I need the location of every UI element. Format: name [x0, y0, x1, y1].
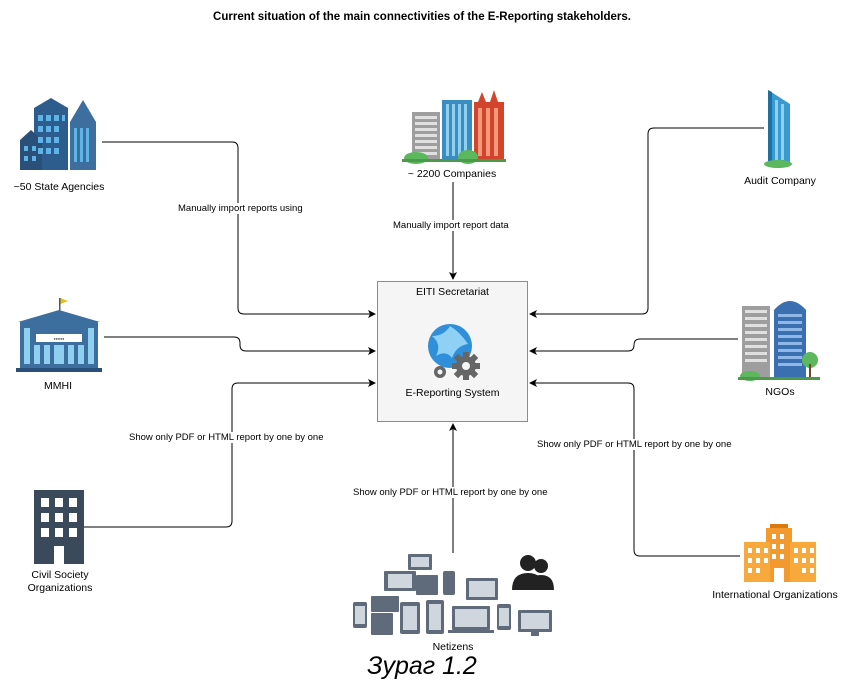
edge-civil-society — [84, 379, 376, 528]
ngos-label: NGOs — [765, 386, 795, 398]
figure-caption: Зураг 1.2 — [367, 652, 477, 680]
edge-international — [529, 379, 740, 557]
ngos-icon — [738, 301, 820, 381]
civil-society-label: Civil Society Organizations — [10, 569, 110, 595]
state-agencies-icon — [20, 98, 96, 170]
center-box-title: EITI Secretariat — [416, 286, 489, 298]
international-organizations-label: International Organizations — [712, 589, 838, 601]
svg-text:▪▪▪▪▪▪: ▪▪▪▪▪▪ — [54, 337, 65, 343]
mmhi-icon: ▪▪▪▪▪▪ — [16, 298, 102, 372]
edge-label-companies: Manually import report data — [393, 220, 509, 231]
audit-company-icon — [764, 90, 792, 168]
international-organizations-icon — [744, 524, 816, 582]
edge-label-civil-society: Show only PDF or HTML report by one by o… — [129, 432, 324, 443]
civil-society-label-line1: Civil Society — [31, 569, 89, 581]
eiti-secretariat-box: EITI Secretariat E-Reporting System — [377, 281, 528, 422]
companies-icon — [402, 90, 506, 164]
civil-society-label-line2: Organizations — [27, 582, 93, 594]
edge-mmhi — [104, 336, 376, 355]
center-box-system: E-Reporting System — [405, 387, 500, 399]
mmhi-label: MMHI — [44, 380, 72, 392]
companies-label: ~ 2200 Companies — [407, 168, 497, 180]
edge-audit — [529, 127, 764, 318]
edge-state-agencies — [102, 141, 376, 318]
web-system-gear-icon — [428, 324, 480, 380]
edge-label-state-agencies: Manually import reports using — [178, 203, 303, 214]
edge-label-netizens: Show only PDF or HTML report by one by o… — [353, 487, 548, 498]
diagram-title: Current situation of the main connectivi… — [213, 11, 631, 23]
edge-label-international: Show only PDF or HTML report by one by o… — [537, 439, 732, 450]
people-icon — [512, 555, 554, 590]
civil-society-icon — [34, 490, 84, 564]
netizens-devices-icon — [353, 554, 552, 636]
netizens-label: Netizens — [432, 641, 474, 653]
edge-ngos — [529, 338, 738, 355]
audit-company-label: Audit Company — [744, 175, 816, 187]
state-agencies-label: ~50 State Agencies — [13, 181, 105, 193]
